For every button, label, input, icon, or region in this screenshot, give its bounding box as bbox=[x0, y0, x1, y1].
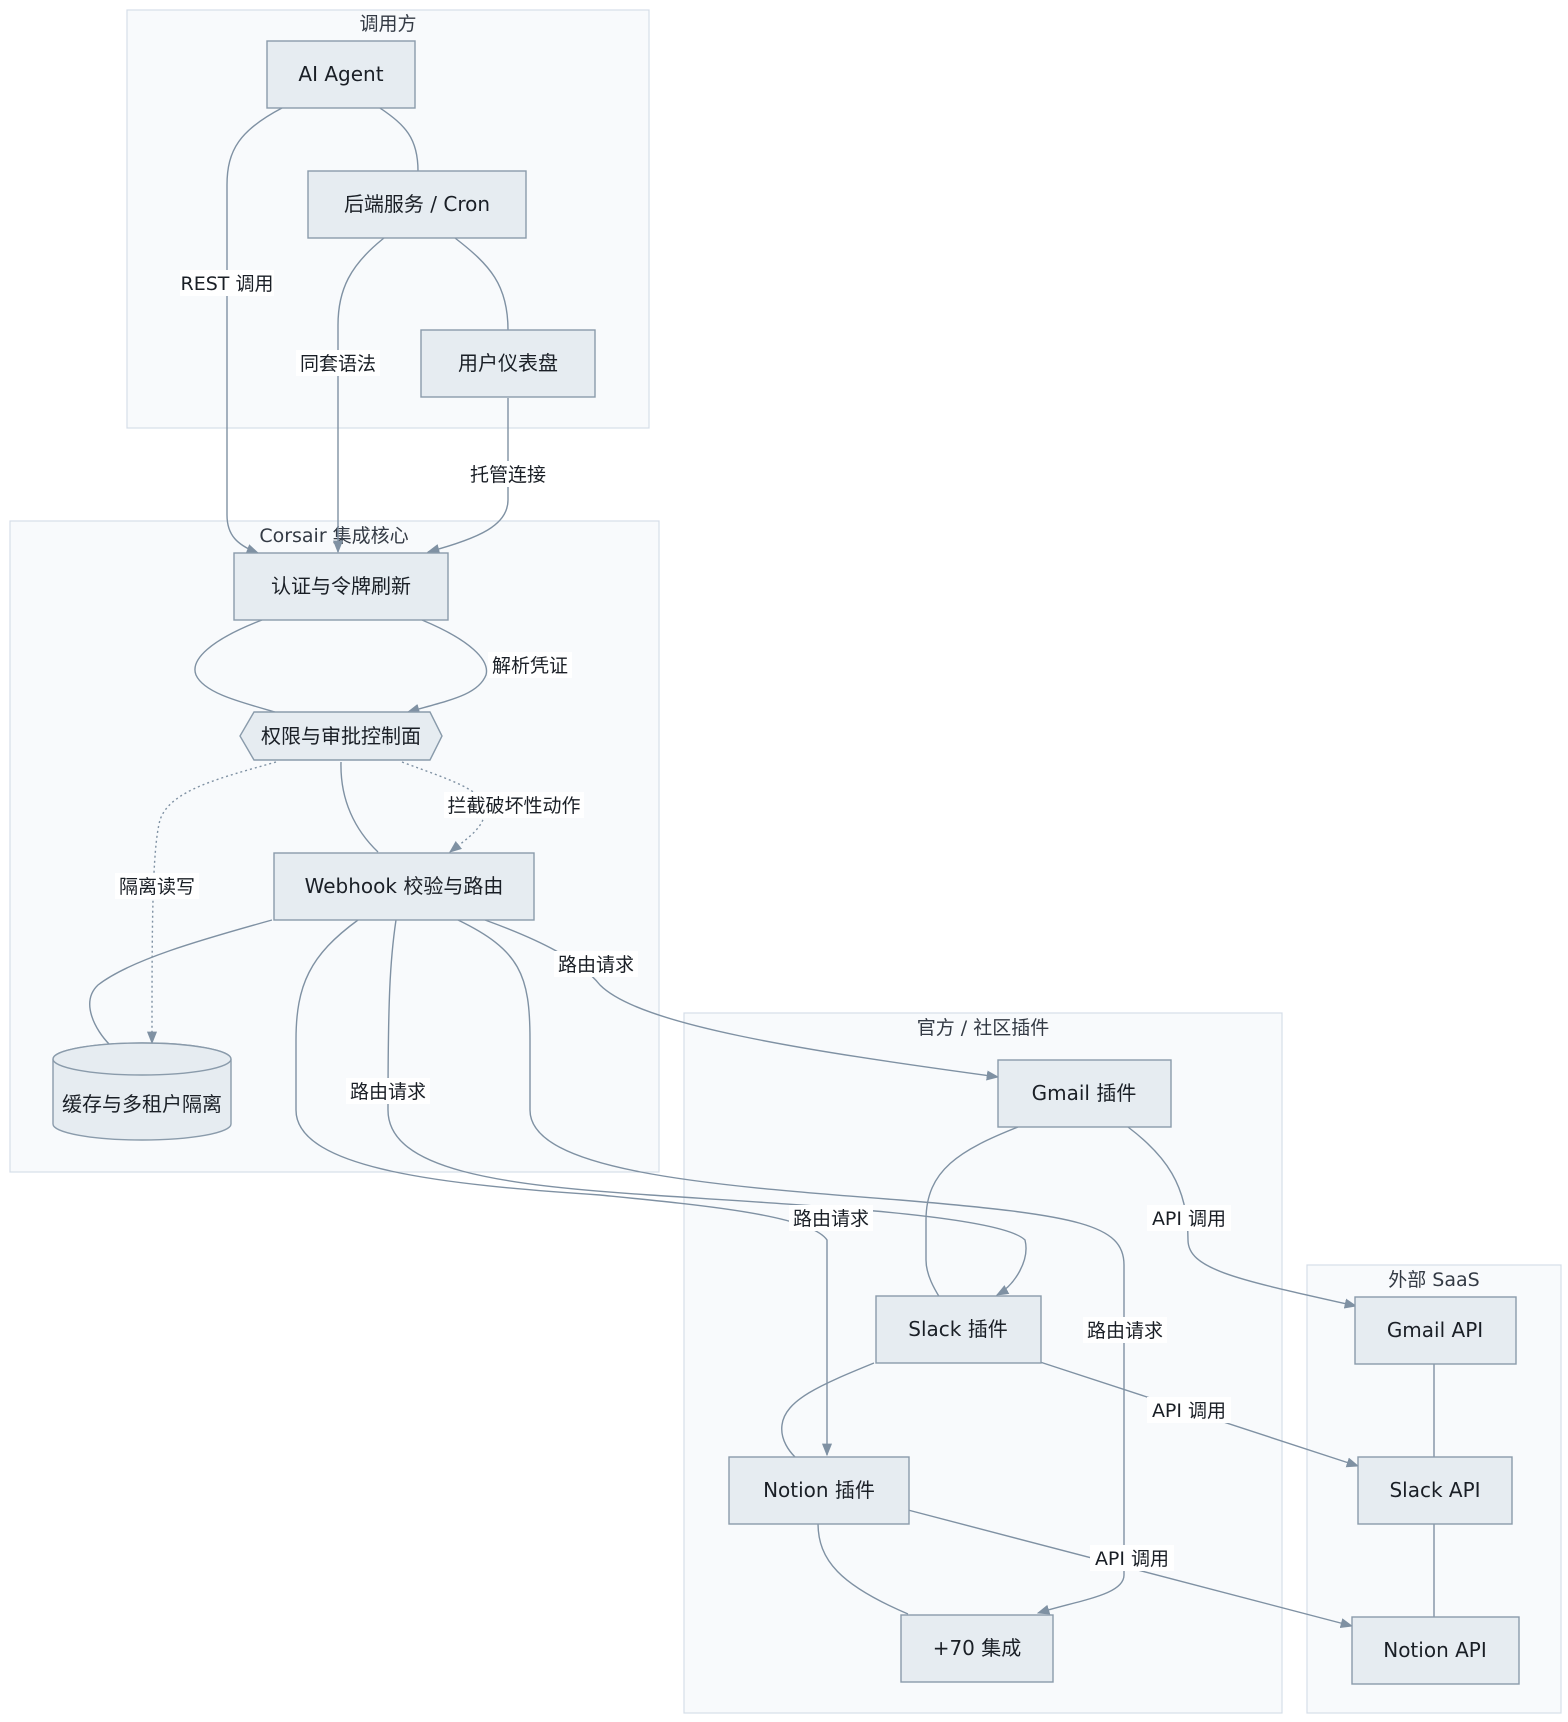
cluster-plugins-title: 官方 / 社区插件 bbox=[917, 1017, 1049, 1039]
node-more-integrations: +70 集成 bbox=[900, 1614, 1054, 1683]
node-backend-service-label: 后端服务 / Cron bbox=[344, 192, 490, 216]
node-ai-agent: AI Agent bbox=[266, 40, 416, 109]
edge-permission-to-webhook bbox=[401, 761, 486, 853]
edge-label-block-destructive: 拦截破坏性动作 bbox=[447, 795, 580, 817]
node-auth-refresh-label: 认证与令牌刷新 bbox=[271, 574, 411, 598]
edge-label-api-call-gmail: API 调用 bbox=[1152, 1208, 1226, 1230]
node-cache-database-label: 缓存与多租户隔离 bbox=[62, 1092, 222, 1116]
edge-slack-plugin-to-notion-plugin bbox=[781, 1362, 875, 1458]
edge-permission-webhook-solid bbox=[340, 761, 379, 853]
node-slack-api-label: Slack API bbox=[1389, 1478, 1480, 1502]
node-gmail-api-label: Gmail API bbox=[1387, 1318, 1483, 1342]
edge-label-route-gmail: 路由请求 bbox=[558, 954, 634, 976]
edge-webhook-to-notion-plugin bbox=[295, 919, 833, 1457]
edge-agent-to-backend bbox=[379, 107, 419, 172]
node-notion-plugin: Notion 插件 bbox=[728, 1456, 910, 1525]
edge-label-isolate-rw: 隔离读写 bbox=[119, 876, 195, 898]
edges bbox=[89, 107, 1435, 1629]
cluster-core-title: Corsair 集成核心 bbox=[259, 525, 408, 547]
edge-label-route-more: 路由请求 bbox=[1087, 1320, 1163, 1342]
edge-webhook-to-gmail-plugin bbox=[484, 919, 1000, 1081]
edge-permission-to-auth bbox=[194, 619, 276, 713]
edge-webhook-to-slack-plugin bbox=[387, 919, 1027, 1296]
node-notion-api-label: Notion API bbox=[1383, 1638, 1487, 1662]
node-slack-plugin: Slack 插件 bbox=[875, 1295, 1042, 1364]
edge-gmail-plugin-to-slack-plugin bbox=[925, 1126, 1019, 1299]
edge-label-same-syntax: 同套语法 bbox=[300, 353, 376, 375]
node-slack-plugin-label: Slack 插件 bbox=[908, 1317, 1007, 1341]
node-more-integrations-label: +70 集成 bbox=[933, 1636, 1022, 1660]
cluster-saas-title: 外部 SaaS bbox=[1388, 1269, 1479, 1291]
node-webhook-router: Webhook 校验与路由 bbox=[273, 852, 535, 921]
cluster-callers-title: 调用方 bbox=[359, 13, 416, 35]
node-notion-plugin-label: Notion 插件 bbox=[763, 1478, 875, 1502]
edge-notion-plugin-to-more bbox=[817, 1522, 909, 1615]
node-auth-refresh: 认证与令牌刷新 bbox=[233, 552, 449, 621]
node-webhook-router-label: Webhook 校验与路由 bbox=[305, 874, 504, 898]
edge-label-parse-credentials: 解析凭证 bbox=[492, 655, 568, 677]
node-backend-service: 后端服务 / Cron bbox=[307, 170, 527, 239]
edge-webhook-to-cache bbox=[89, 919, 273, 1046]
node-user-dashboard: 用户仪表盘 bbox=[420, 329, 596, 398]
edge-label-api-call-slack: API 调用 bbox=[1152, 1400, 1226, 1422]
edge-label-rest-call: REST 调用 bbox=[181, 273, 274, 295]
edge-agent-to-auth bbox=[226, 107, 283, 554]
edge-auth-to-permission bbox=[406, 619, 488, 714]
node-notion-api: Notion API bbox=[1351, 1616, 1520, 1685]
edge-gmail-plugin-to-gmail-api bbox=[1127, 1126, 1358, 1309]
edge-label-api-call-notion: API 调用 bbox=[1095, 1548, 1169, 1570]
node-user-dashboard-label: 用户仪表盘 bbox=[458, 351, 558, 375]
node-ai-agent-label: AI Agent bbox=[298, 62, 383, 86]
node-permission-control: 权限与审批控制面 bbox=[239, 711, 443, 761]
node-gmail-plugin: Gmail 插件 bbox=[997, 1059, 1172, 1128]
nodes: AI Agent 后端服务 / Cron 用户仪表盘 认证与令牌刷新 权限与审批… bbox=[52, 40, 1520, 1685]
node-slack-api: Slack API bbox=[1357, 1456, 1513, 1525]
edge-label-managed-connection: 托管连接 bbox=[470, 464, 546, 486]
edge-labels: REST 调用 同套语法 托管连接 解析凭证 拦截破坏性动作 隔离读写 路由请求… bbox=[115, 270, 1231, 1571]
edge-backend-to-dashboard bbox=[454, 237, 509, 331]
edge-dashboard-to-auth bbox=[426, 398, 509, 554]
edge-label-route-slack: 路由请求 bbox=[350, 1081, 426, 1103]
edge-backend-to-auth bbox=[332, 237, 385, 554]
node-cache-database: 缓存与多租户隔离 bbox=[52, 1042, 232, 1141]
edge-label-route-notion: 路由请求 bbox=[793, 1208, 869, 1230]
node-gmail-api: Gmail API bbox=[1354, 1296, 1517, 1365]
edge-webhook-to-more bbox=[457, 919, 1125, 1615]
node-permission-control-label: 权限与审批控制面 bbox=[261, 724, 421, 748]
node-gmail-plugin-label: Gmail 插件 bbox=[1032, 1081, 1137, 1105]
